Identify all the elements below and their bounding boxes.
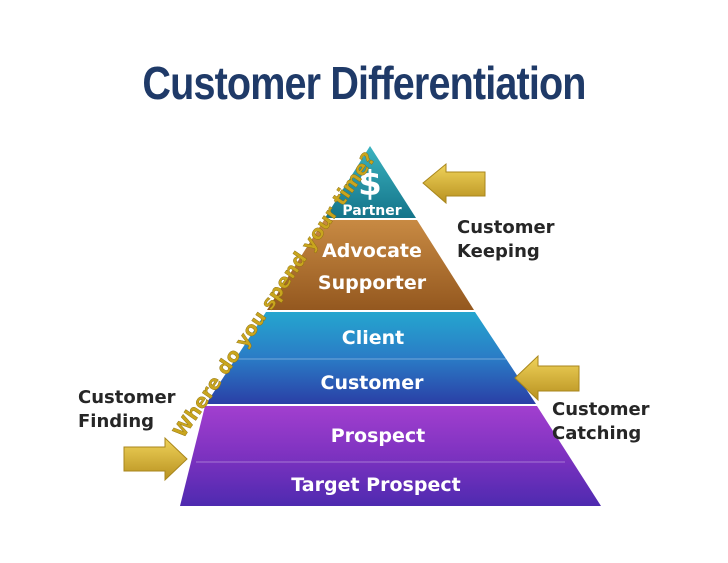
tier-label-partner: Partner — [342, 203, 401, 219]
arrow-finding — [123, 436, 188, 482]
label-catching-line2: Catching — [552, 423, 642, 444]
arrow-keeping — [422, 162, 486, 205]
label-keeping-line1: Customer — [457, 217, 555, 238]
label-customer-finding: Customer Finding — [78, 386, 176, 434]
tier-label-supporter: Supporter — [318, 272, 427, 294]
tier-label-prospect: Prospect — [331, 425, 426, 447]
tier-advocate-band — [267, 220, 474, 310]
label-keeping-line2: Keeping — [457, 241, 540, 262]
tier-client-customer-band — [206, 312, 536, 404]
label-finding-line2: Finding — [78, 411, 155, 432]
label-catching-line1: Customer — [552, 399, 650, 420]
arrow-catching — [514, 354, 580, 402]
label-finding-line1: Customer — [78, 387, 176, 408]
label-customer-catching: Customer Catching — [552, 398, 650, 446]
tier-label-client: Client — [342, 327, 404, 349]
tier-partner-band — [325, 146, 416, 218]
tier-label-target-prospect: Target Prospect — [291, 474, 460, 496]
page-title: Customer Differentiation — [142, 57, 586, 109]
tier-label-advocate: Advocate — [322, 240, 422, 262]
dollar-icon: $ — [358, 164, 382, 204]
label-customer-keeping: Customer Keeping — [457, 216, 555, 264]
tier-label-customer: Customer — [321, 372, 425, 394]
tier-prospect-band — [180, 406, 601, 506]
